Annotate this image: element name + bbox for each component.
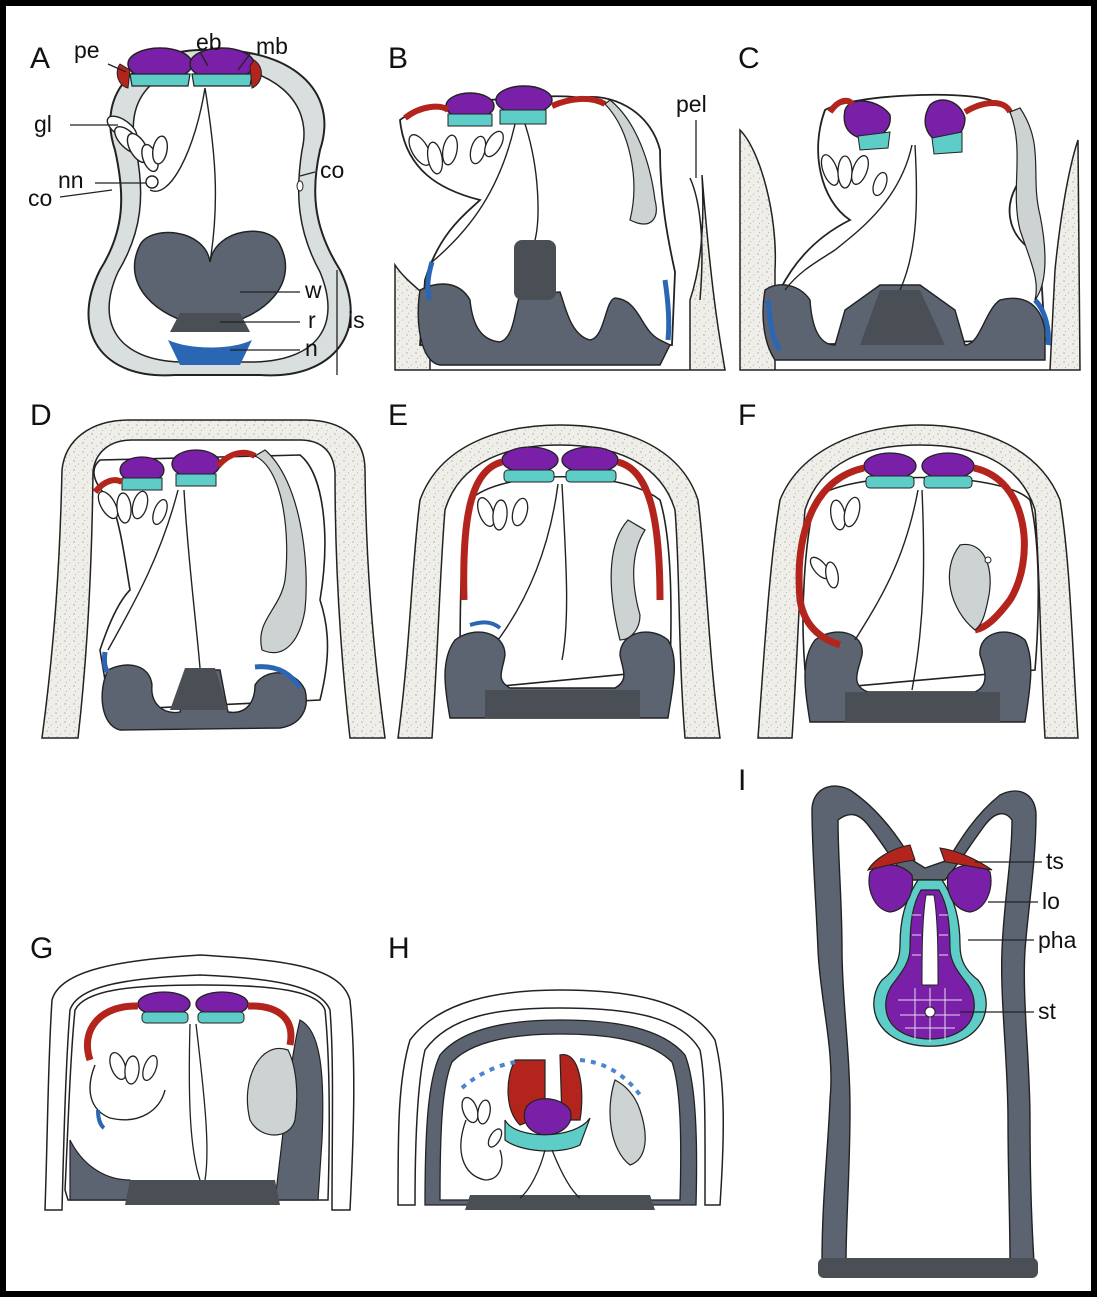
panel-d-letter: D bbox=[30, 399, 52, 432]
label-co-left: co bbox=[28, 185, 52, 211]
panel-d-mb-right bbox=[176, 474, 216, 486]
panel-a-mb-right bbox=[192, 74, 252, 86]
panel-f-rim bbox=[845, 692, 1000, 722]
panel-e-rim bbox=[485, 690, 640, 718]
panel-b-mb-left bbox=[448, 114, 492, 126]
panel-h-letter: H bbox=[388, 932, 410, 965]
label-gl: gl bbox=[34, 111, 52, 137]
panel-f-coelom-dot bbox=[985, 557, 991, 563]
label-w: w bbox=[304, 277, 322, 303]
panel-g-letter: G bbox=[30, 932, 53, 965]
panel-i-letter: I bbox=[738, 764, 746, 797]
panel-g-rim bbox=[125, 1180, 280, 1205]
label-lo: lo bbox=[1042, 888, 1060, 914]
panel-d-mb-left bbox=[122, 478, 162, 490]
label-mb: mb bbox=[256, 33, 288, 59]
panel-e-mb-left bbox=[504, 470, 554, 482]
panel-f-letter: F bbox=[738, 399, 756, 432]
panel-g-mb-left bbox=[142, 1012, 188, 1023]
label-ts: ts bbox=[1046, 848, 1064, 874]
panel-h-rim bbox=[465, 1195, 655, 1210]
label-co-right: co bbox=[320, 157, 344, 183]
panel-b-letter: B bbox=[388, 42, 408, 75]
panel-a-coelom-dot bbox=[297, 181, 303, 191]
panel-e-ganglion-left bbox=[502, 447, 558, 473]
panel-f-mb-right bbox=[924, 476, 972, 488]
label-is: is bbox=[348, 307, 365, 333]
panel-a-letter: A bbox=[30, 42, 50, 75]
panel-f-ganglion-right bbox=[922, 453, 974, 479]
label-st: st bbox=[1038, 998, 1057, 1024]
panel-i-lumen bbox=[922, 895, 938, 985]
panel-f-ganglion-left bbox=[864, 453, 916, 479]
label-pel: pel bbox=[676, 91, 707, 117]
panel-h-ganglion bbox=[524, 1099, 571, 1135]
label-r: r bbox=[308, 307, 316, 333]
panel-f-mb-left bbox=[866, 476, 914, 488]
panel-e-mb-right bbox=[566, 470, 616, 482]
panel-e-ganglion-right bbox=[562, 447, 618, 473]
panel-i-base bbox=[818, 1258, 1038, 1278]
label-eb: eb bbox=[196, 29, 222, 55]
label-pha: pha bbox=[1038, 927, 1077, 953]
panel-g-mb-right bbox=[198, 1012, 244, 1023]
panel-a-nerve-node bbox=[146, 176, 158, 188]
panel-a-mb-left bbox=[130, 74, 190, 86]
panel-e-letter: E bbox=[388, 399, 408, 432]
label-n: n bbox=[305, 335, 318, 361]
panel-i-st-lumen bbox=[925, 1007, 935, 1017]
panel-b-mb-right bbox=[500, 110, 546, 124]
label-nn: nn bbox=[58, 167, 84, 193]
panel-c-letter: C bbox=[738, 42, 760, 75]
panel-b-rim bbox=[514, 240, 556, 300]
label-pe: pe bbox=[74, 37, 100, 63]
